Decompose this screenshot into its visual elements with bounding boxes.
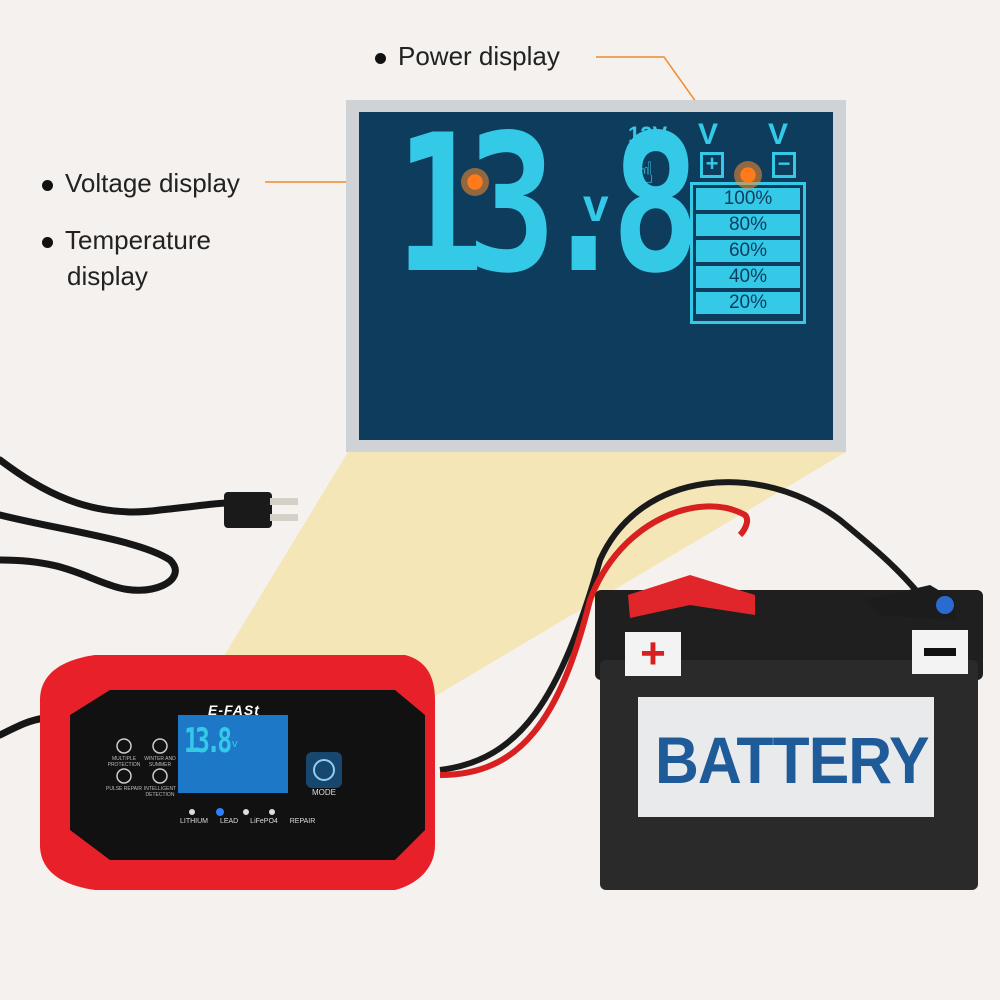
power-level-row: 20% xyxy=(696,292,800,314)
battery-negative-bar xyxy=(924,648,956,656)
feature-label: WINTER AND SUMMER xyxy=(144,756,176,768)
negative-terminal xyxy=(936,596,954,614)
battery-type-labels: LITHIUM LEAD LiFePO4 REPAIR xyxy=(180,818,316,825)
red-clamp xyxy=(628,575,755,618)
mode-button-label: MODE xyxy=(312,788,336,797)
bullet-icon xyxy=(42,236,53,248)
lifepo4-indicator-led xyxy=(243,809,249,815)
charger-voltage-reading: 13.8 xyxy=(184,721,232,761)
plug-prong-1 xyxy=(270,498,298,505)
multiple-protection-icon xyxy=(116,738,132,754)
power-display-callout: Power display xyxy=(375,38,560,74)
charger-mode-button[interactable] xyxy=(306,752,342,788)
pulse-repair-icon xyxy=(116,768,132,784)
mode-fingerprint-icon xyxy=(313,759,335,781)
bullet-icon xyxy=(375,52,386,64)
charger-voltage-unit: v xyxy=(232,738,238,750)
power-display-text: Power display xyxy=(398,41,560,71)
hand-pointer-icon: ☝ xyxy=(636,157,655,190)
bullet-icon xyxy=(42,179,53,191)
voltage-display-text: Voltage display xyxy=(65,168,240,198)
lithium-indicator-led xyxy=(189,809,195,815)
feature-label: PULSE REPAIR xyxy=(105,786,143,792)
power-level-row: 100% xyxy=(696,188,800,210)
lead-indicator-led xyxy=(216,808,224,816)
power-level-row: 80% xyxy=(696,214,800,236)
temperature-display-text-2: display xyxy=(67,261,148,291)
clamp-v-icon-right: V xyxy=(768,118,789,151)
intelligent-detection-icon xyxy=(152,768,168,784)
voltage-hotspot-icon xyxy=(461,168,489,196)
power-level-row: 40% xyxy=(696,266,800,288)
black-clamp xyxy=(865,585,955,620)
feature-label: MULTIPLE PROTECTION xyxy=(107,756,141,768)
positive-symbol: + xyxy=(705,151,719,176)
voltage-reading: 13.8 xyxy=(395,94,700,315)
zoom-beam xyxy=(185,452,846,720)
negative-symbol: − xyxy=(777,151,791,176)
clamp-v-icon-left: V xyxy=(698,118,719,151)
positive-terminal-icon: + xyxy=(700,152,724,178)
temperature-display-text-1: Temperature xyxy=(65,225,211,255)
negative-terminal-icon: − xyxy=(772,152,796,178)
system-voltage-label: 12V xyxy=(628,122,668,151)
power-level-stack: 100% 80% 60% 40% 20% xyxy=(690,182,806,324)
battery-positive-mark: + xyxy=(640,629,666,678)
voltage-unit: v xyxy=(583,179,609,231)
battery-label: BATTERY xyxy=(655,723,929,797)
black-cable xyxy=(439,479,923,773)
red-cable xyxy=(439,503,751,778)
plug xyxy=(224,492,272,528)
power-level-row: 60% xyxy=(696,240,800,262)
power-hotspot-icon xyxy=(734,161,762,189)
temperature-display-callout: Temperature display xyxy=(42,222,211,294)
charger-mini-lcd-bg xyxy=(178,715,288,793)
winter-summer-icon xyxy=(152,738,168,754)
charger-brand: E-FASt xyxy=(208,702,260,718)
repair-indicator-led xyxy=(269,809,275,815)
battery-positive-mark-bg xyxy=(625,632,681,676)
feature-label: INTELLIGENT DETECTION xyxy=(143,786,177,798)
plug-prong-2 xyxy=(270,514,298,521)
battery-sticker xyxy=(638,697,934,817)
voltage-display-callout: Voltage display xyxy=(42,165,240,201)
